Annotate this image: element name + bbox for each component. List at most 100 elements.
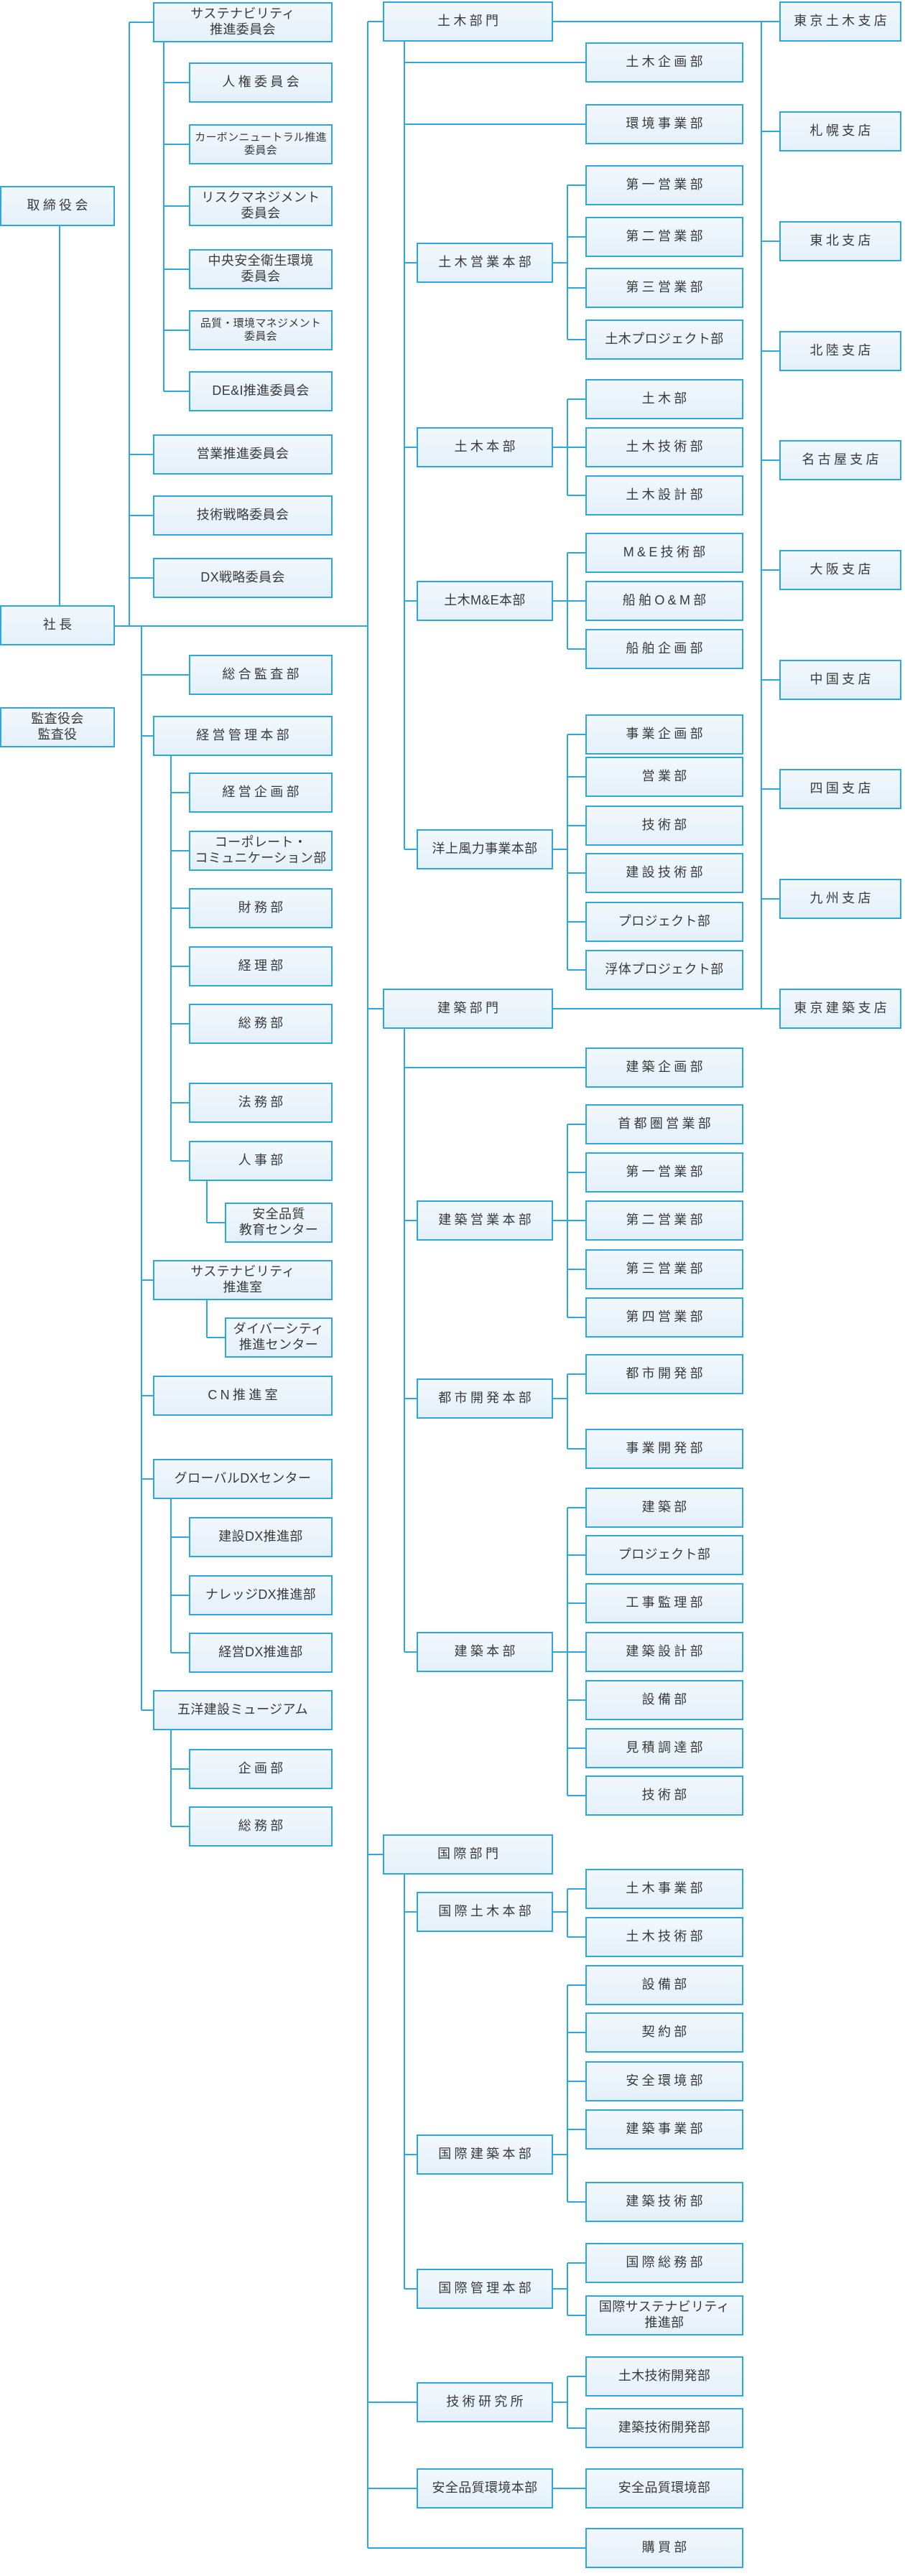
node-president: 社長 [0, 605, 115, 645]
node-kyushu: 九州支店 [779, 879, 901, 919]
node-owFloatProject: 浮体プロジェクト部 [585, 950, 743, 990]
node-intlFacilities: 設備部 [585, 1965, 743, 2005]
node-owProject: プロジェクト部 [585, 902, 743, 942]
node-globalDx: グローバルDXセンター [153, 1459, 333, 1499]
node-techStrategy: 技術戦略委員会 [153, 495, 333, 536]
node-archSales2: 第二営業部 [585, 1200, 743, 1241]
node-corpComm: コーポレート・ コミュニケーション部 [189, 831, 333, 871]
node-generalAudit: 総合監査部 [189, 655, 333, 695]
node-procurement: 購買部 [585, 2528, 743, 2568]
node-civilDesign: 土木設計部 [585, 475, 743, 515]
node-archTechDev: 建築技術開発部 [585, 2408, 743, 2448]
node-safetyEduCenter: 安全品質 教育センター [225, 1203, 333, 1243]
node-humanRights: 人権委員会 [189, 62, 333, 103]
node-cnOffice: CN推進室 [153, 1376, 333, 1416]
node-civilSalesHq: 土木営業本部 [417, 243, 553, 283]
node-owTech: 技術部 [585, 806, 743, 846]
node-audit: 監査役会 監査役 [0, 707, 115, 747]
node-shipOm: 船舶O&M部 [585, 581, 743, 621]
node-shikoku: 四国支店 [779, 769, 901, 809]
node-intlCivilBiz: 土木事業部 [585, 1869, 743, 1909]
node-envBusiness: 環境事業部 [585, 104, 743, 144]
node-museum: 五洋建設ミュージアム [153, 1690, 333, 1730]
node-archPlanning: 建築企画部 [585, 1047, 743, 1088]
node-intlSustainability: 国際サステナビリティ 推進部 [585, 2295, 743, 2335]
node-civilTech: 土木技術部 [585, 427, 743, 467]
node-hr: 人事部 [189, 1141, 333, 1181]
node-archSales3: 第三営業部 [585, 1249, 743, 1289]
node-archProject: プロジェクト部 [585, 1535, 743, 1575]
node-intlDivision: 国際部門 [383, 1834, 553, 1875]
node-intlArchHq: 国際建築本部 [417, 2134, 553, 2175]
node-riskManagement: リスクマネジメント 委員会 [189, 186, 333, 226]
node-civilSales2: 第二営業部 [585, 217, 743, 257]
node-constSupervision: 工事監理部 [585, 1583, 743, 1623]
node-contract: 契約部 [585, 2012, 743, 2053]
node-urbanHq: 都市開発本部 [417, 1378, 553, 1419]
node-archFacilities: 設備部 [585, 1680, 743, 1720]
node-civilPlanning: 土木企画部 [585, 42, 743, 83]
node-civilDept: 土木部 [585, 379, 743, 419]
node-archSalesHq: 建築営業本部 [417, 1200, 553, 1241]
node-safetyEnv: 安全環境部 [585, 2061, 743, 2101]
node-adminHq: 経営管理本部 [153, 716, 333, 756]
node-techLab: 技術研究所 [417, 2382, 553, 2422]
node-finance: 財務部 [189, 888, 333, 928]
node-generalAffairs: 総務部 [189, 1004, 333, 1044]
node-nagoya: 名古屋支店 [779, 440, 901, 480]
node-civilHq: 土木本部 [417, 427, 553, 467]
node-dxStrategy: DX戦略委員会 [153, 558, 333, 598]
node-legal: 法務部 [189, 1083, 333, 1123]
node-archSales4: 第四営業部 [585, 1297, 743, 1338]
node-hokuriku: 北陸支店 [779, 331, 901, 371]
node-corpPlanning: 経営企画部 [189, 773, 333, 813]
node-bizDev: 事業開発部 [585, 1429, 743, 1469]
node-shipPlanning: 船舶企画部 [585, 629, 743, 669]
node-civilSales1: 第一営業部 [585, 165, 743, 205]
node-estimation: 見積調達部 [585, 1728, 743, 1768]
node-accounting: 経理部 [189, 946, 333, 986]
node-intlArchBiz: 建築事業部 [585, 2109, 743, 2150]
node-civilDivision: 土木部門 [383, 1, 553, 42]
node-safetyQualityDept: 安全品質環境部 [585, 2468, 743, 2509]
node-archDesign: 建築設計部 [585, 1632, 743, 1672]
node-dei: DE&I推進委員会 [189, 371, 333, 411]
node-tohoku: 東北支店 [779, 221, 901, 261]
node-archDivision: 建築部門 [383, 989, 553, 1029]
node-owBizPlanning: 事業企画部 [585, 714, 743, 755]
node-sustainabilityCommittee: サステナビリティ 推進委員会 [153, 2, 333, 42]
node-knowledgeDx: ナレッジDX推進部 [189, 1575, 333, 1615]
node-civilTechDev: 土木技術開発部 [585, 2356, 743, 2397]
node-civilMeHq: 土木M&E本部 [417, 581, 553, 621]
node-owSales: 営業部 [585, 757, 743, 797]
node-museumGeneral: 総務部 [189, 1806, 333, 1847]
node-civilProject: 土木プロジェクト部 [585, 319, 743, 360]
node-qualityEnv: 品質・環境マネジメント 委員会 [189, 310, 333, 350]
node-osaka: 大阪支店 [779, 550, 901, 590]
node-archSales1: 第一営業部 [585, 1152, 743, 1193]
node-sustainabilityOffice: サステナビリティ 推進室 [153, 1260, 333, 1300]
node-intlAdminHq: 国際管理本部 [417, 2269, 553, 2309]
node-civilSales3: 第三営業部 [585, 268, 743, 308]
node-intlGeneral: 国際総務部 [585, 2243, 743, 2283]
node-meTech: M&E技術部 [585, 533, 743, 573]
node-owConstTech: 建設技術部 [585, 853, 743, 893]
node-intlCivilTech: 土木技術部 [585, 1917, 743, 1957]
node-salesPromotion: 営業推進委員会 [153, 434, 333, 475]
node-centralSafety: 中央安全衛生環境 委員会 [189, 249, 333, 289]
node-owHq: 洋上風力事業本部 [417, 829, 553, 869]
node-managementDx: 経営DX推進部 [189, 1633, 333, 1673]
node-chugoku: 中国支店 [779, 660, 901, 700]
node-diversityCenter: ダイバーシティ 推進センター [225, 1317, 333, 1358]
node-archHq: 建築本部 [417, 1632, 553, 1672]
node-board: 取締役会 [0, 186, 115, 226]
node-sapporo: 札幌支店 [779, 111, 901, 151]
node-safetyQualityHq: 安全品質環境本部 [417, 2468, 553, 2509]
node-metroSales: 首都圏営業部 [585, 1104, 743, 1144]
node-tokyoArch: 東京建築支店 [779, 989, 901, 1029]
node-museumPlanning: 企画部 [189, 1749, 333, 1789]
node-carbonNeutral: カーボンニュートラル推進 委員会 [189, 124, 333, 164]
node-constructionDx: 建設DX推進部 [189, 1517, 333, 1557]
